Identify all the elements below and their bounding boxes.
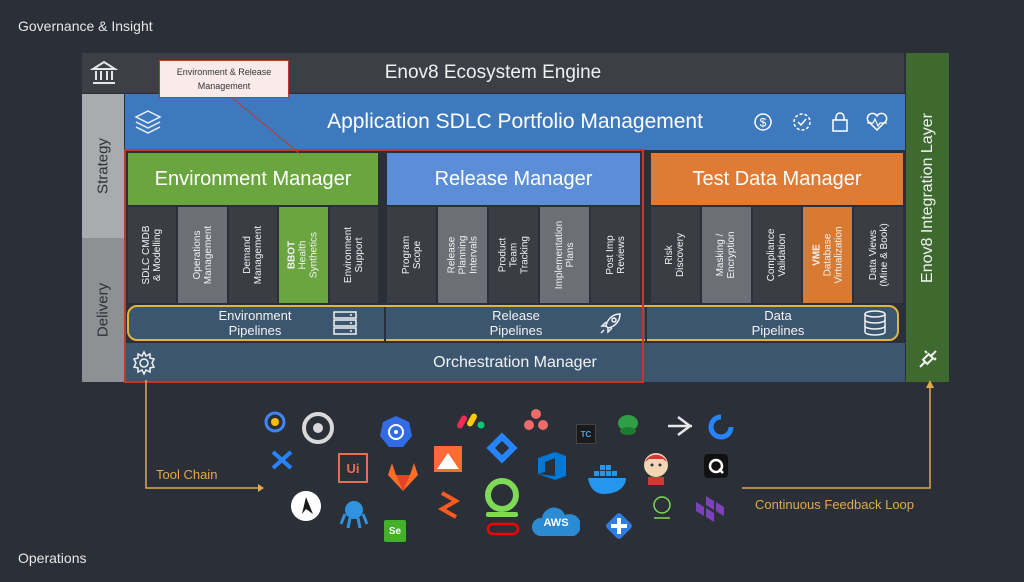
- sourcetree-box-logo-icon: [433, 445, 463, 473]
- lock-icon: [832, 112, 848, 132]
- ring-logo-icon: [650, 494, 674, 520]
- sub-module-testdata-4: Data Views(Mine & Book): [854, 207, 903, 303]
- sub-module-environment-0: SDLC CMDB& Modelling: [128, 207, 177, 303]
- toolchain-arrow: [145, 380, 264, 492]
- environment-manager-header: Environment Manager: [128, 153, 378, 205]
- uipath-logo-icon: Ui: [338, 453, 368, 483]
- aws-logo-icon: AWS: [532, 506, 580, 540]
- test-data-manager-header: Test Data Manager: [651, 153, 903, 205]
- release-manager-header: Release Manager: [387, 153, 640, 205]
- asana-logo-icon: [523, 407, 549, 433]
- strategy-band: Strategy: [82, 94, 124, 238]
- integration-layer: Enov8 Integration Layer: [906, 53, 949, 382]
- server-icon: [333, 311, 357, 335]
- pipeline-divider: [384, 307, 386, 341]
- teamcity-logo-icon: TC: [576, 424, 596, 444]
- octopus-deploy-logo-icon: [338, 498, 370, 530]
- gitlab-logo-icon: [386, 461, 420, 493]
- opsera-logo-icon: [482, 476, 522, 518]
- badge-icon: [793, 113, 811, 131]
- rocket-icon: [600, 313, 621, 334]
- delivery-band: Delivery: [82, 238, 124, 382]
- kubernetes-logo-icon: [378, 414, 414, 450]
- ansible-logo-icon: [290, 490, 322, 522]
- backstage-logo-icon: [434, 490, 462, 522]
- circleci-logo-icon: [301, 411, 335, 445]
- harness-logo-icon: [666, 414, 694, 438]
- selenium-logo-icon: Se: [384, 520, 406, 542]
- callout-line1: Environment & Release: [176, 67, 272, 77]
- svg-text:$: $: [760, 116, 767, 130]
- jira-logo-icon: [484, 430, 520, 466]
- sub-module-testdata-1: Masking /Encryption: [701, 207, 751, 303]
- pipelines-band: [127, 305, 899, 341]
- layers-icon: [134, 110, 162, 134]
- feedback-arrow: [742, 380, 934, 489]
- toolchain-label: Tool Chain: [156, 467, 218, 482]
- docker-logo-icon: [586, 460, 632, 496]
- oracle-logo-icon: [486, 522, 520, 536]
- jenkins-logo-icon: [640, 450, 672, 486]
- heart-icon: [866, 112, 888, 132]
- governance-label: Governance & Insight: [18, 18, 153, 34]
- operations-label: Operations: [18, 550, 87, 566]
- monday-logo-icon: [457, 409, 487, 431]
- integration-label: Enov8 Integration Layer: [918, 112, 936, 283]
- callout-pointer: [229, 96, 301, 155]
- azure-devops-logo-icon: [535, 450, 569, 482]
- callout-line2: Management: [197, 81, 251, 91]
- plug-icon: [919, 350, 937, 368]
- delivery-label: Delivery: [94, 282, 112, 338]
- orchestration-title: Orchestration Manager: [433, 354, 597, 371]
- dollar-icon: $: [754, 113, 772, 131]
- amplify-logo-icon: [704, 454, 728, 478]
- confluence-x-logo-icon: [270, 447, 294, 473]
- sub-module-label: Masking /Encryption: [715, 231, 738, 279]
- left-column: Strategy Delivery: [82, 94, 124, 382]
- terraform-logo-icon: [695, 494, 727, 530]
- feedback-label: Continuous Feedback Loop: [755, 497, 915, 512]
- bitrise-logo-icon: [603, 510, 635, 542]
- database-icon: [864, 310, 886, 336]
- bank-icon: [90, 60, 118, 84]
- environment-release-highlight: [124, 149, 644, 383]
- pipeline-divider: [645, 307, 647, 341]
- sdlc-portfolio-bar: Application SDLC Portfolio Management $: [125, 94, 905, 150]
- sub-module-label: Data Views(Mine & Book): [867, 223, 890, 287]
- octopus-green-logo-icon: [614, 412, 642, 438]
- callout-box: Environment & Release Management: [159, 60, 289, 98]
- gcp-logo-icon: [264, 411, 286, 433]
- strategy-label: Strategy: [94, 138, 112, 194]
- gear-icon: [132, 350, 156, 376]
- jira-align-logo-icon: [708, 414, 734, 440]
- orchestration-bar: Orchestration Manager: [125, 343, 905, 382]
- engine-title: Enov8 Ecosystem Engine: [384, 62, 602, 83]
- sdlc-title: Application SDLC Portfolio Management: [327, 110, 703, 133]
